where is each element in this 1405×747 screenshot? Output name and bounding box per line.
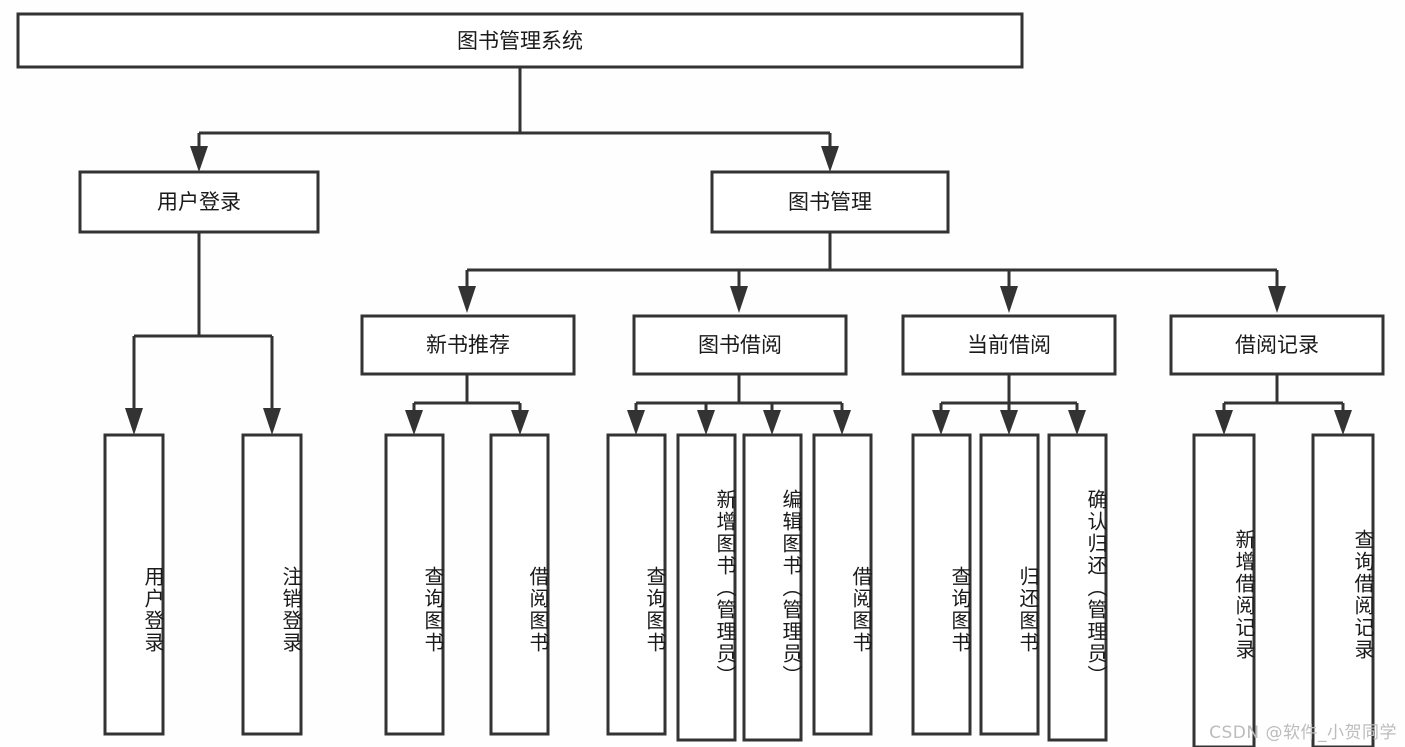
node-book-management-label: 图书管理 [788, 190, 872, 214]
node-leaf-add-book[interactable] [676, 433, 737, 742]
node-leaf-user-login[interactable] [103, 433, 165, 736]
node-borrow-record[interactable]: 借阅记录 [1169, 314, 1385, 376]
arrow-head-leaf-query-book-3 [932, 410, 950, 435]
arrow-head-book-management [821, 146, 839, 172]
node-root-label: 图书管理系统 [457, 29, 583, 53]
arrow-head-leaf-query-book-2 [627, 410, 645, 435]
node-leaf-return-book[interactable] [979, 433, 1040, 736]
node-book-borrow[interactable]: 图书借阅 [632, 314, 848, 376]
node-leaf-borrow-book-2[interactable] [812, 433, 873, 736]
node-borrow-record-label: 借阅记录 [1235, 333, 1319, 357]
arrow-head-leaf-edit-book [763, 410, 781, 435]
node-leaf-query-book-1[interactable] [384, 433, 445, 736]
arrow-head-leaf-borrow-book-2 [833, 410, 851, 435]
node-new-book-recommend[interactable]: 新书推荐 [360, 314, 576, 376]
node-user-login[interactable]: 用户登录 [78, 170, 320, 234]
node-leaf-confirm-return[interactable] [1047, 433, 1108, 742]
node-user-login-label: 用户登录 [157, 190, 241, 214]
arrow-head-leaf-return-book [1000, 410, 1018, 435]
node-leaf-query-book-3[interactable] [911, 433, 972, 736]
arrow-head-leaf-add-book [697, 410, 715, 435]
arrow-head-leaf-confirm-return [1068, 410, 1086, 435]
node-leaf-query-book-2[interactable] [606, 433, 667, 736]
node-new-book-recommend-label: 新书推荐 [426, 333, 510, 357]
arrow-head-current-borrow [1000, 286, 1018, 313]
node-book-borrow-label: 图书借阅 [698, 333, 782, 357]
arrow-head-leaf-borrow-book-1 [511, 410, 529, 435]
arrow-head-book-borrow [730, 286, 748, 313]
node-layer: 图书管理系统 用户登录 图书管理 新书推荐 图书借阅 [16, 12, 1385, 747]
node-leaf-add-record[interactable] [1192, 433, 1256, 747]
arrow-head-user-login [190, 146, 208, 172]
arrow-head-leaf-query-book-1 [405, 410, 423, 435]
connector-layer [125, 68, 1352, 435]
node-leaf-query-record[interactable] [1311, 433, 1375, 747]
node-root[interactable]: 图书管理系统 [16, 12, 1024, 69]
node-leaf-logout-login[interactable] [241, 433, 303, 736]
watermark-text: CSDN @软件_小贺同学 [1209, 723, 1397, 743]
arrow-head-leaf-query-record [1334, 410, 1352, 435]
arrow-head-new-book-recommend [458, 286, 476, 313]
node-leaf-borrow-book-1[interactable] [489, 433, 550, 736]
arrow-head-leaf-logout-login [263, 408, 281, 435]
arrow-head-leaf-user-login [125, 408, 143, 435]
node-current-borrow-label: 当前借阅 [967, 333, 1051, 357]
arrow-head-borrow-record [1268, 286, 1286, 313]
node-leaf-edit-book[interactable] [742, 433, 803, 742]
node-current-borrow[interactable]: 当前借阅 [901, 314, 1117, 376]
node-book-management[interactable]: 图书管理 [710, 170, 950, 234]
arrow-head-leaf-add-record [1215, 410, 1233, 435]
